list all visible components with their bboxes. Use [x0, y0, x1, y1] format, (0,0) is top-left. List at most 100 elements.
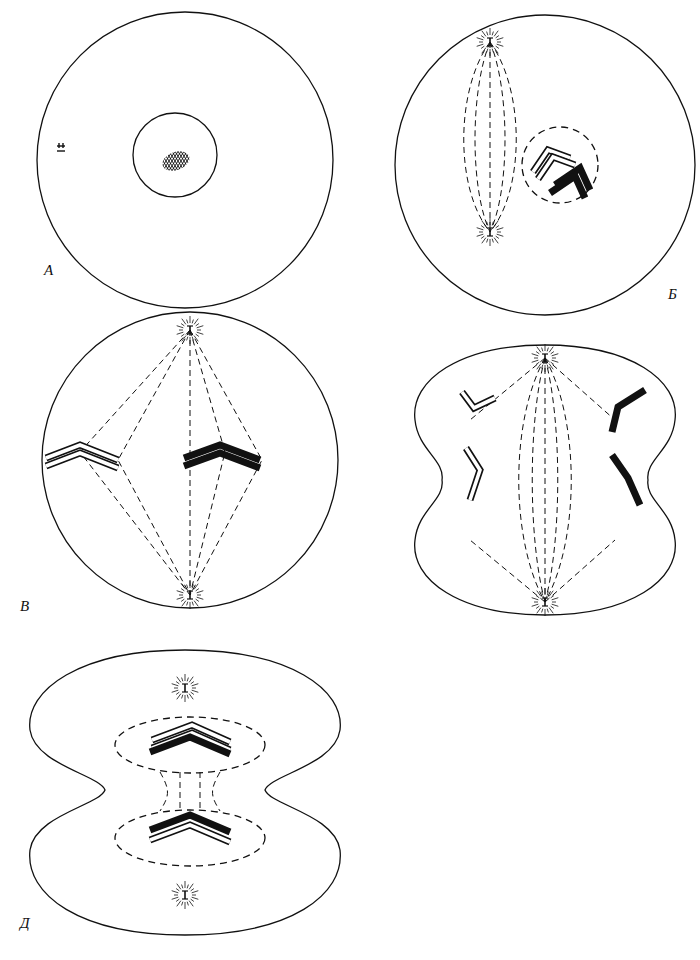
stroke: [171, 145, 191, 177]
figure-letter: В: [20, 598, 29, 615]
stroke: [481, 236, 484, 238]
stroke: [545, 365, 546, 372]
chromosome-white: [466, 448, 480, 500]
stroke: [536, 362, 539, 364]
stroke: [182, 678, 183, 682]
stroke: [542, 353, 548, 354]
nuclear-envelope: [115, 717, 265, 773]
stroke: [490, 239, 491, 246]
stroke: [189, 884, 193, 890]
stroke: [179, 330, 183, 331]
stroke: [187, 678, 188, 682]
stroke: [168, 145, 188, 177]
stroke: [542, 348, 543, 352]
stroke: [489, 228, 491, 236]
stroke: [477, 44, 484, 46]
stroke: [179, 595, 183, 596]
cell-outline: [415, 345, 676, 615]
stroke: [147, 145, 167, 177]
stroke: [197, 326, 204, 328]
stroke: [551, 606, 554, 608]
stroke: [144, 145, 164, 177]
stroke: [544, 598, 546, 606]
stroke: [487, 227, 493, 228]
stroke: [196, 599, 199, 601]
stroke: [177, 694, 181, 700]
stroke: [162, 145, 182, 177]
stroke: [492, 32, 493, 36]
stroke: [481, 46, 484, 48]
stroke: [132, 145, 152, 177]
stroke: [126, 145, 146, 177]
stroke: [181, 324, 184, 326]
stroke: [182, 319, 186, 325]
stroke: [194, 336, 198, 342]
stroke: [172, 684, 179, 686]
stroke: [482, 31, 486, 37]
chromosomes: [46, 150, 645, 842]
stroke: [194, 601, 198, 607]
stroke: [482, 238, 486, 244]
stroke: [545, 609, 546, 616]
stroke: [487, 49, 488, 53]
stroke: [497, 228, 504, 230]
stroke: [192, 688, 196, 689]
stroke: [536, 352, 539, 354]
cell-outline: [42, 312, 338, 608]
stroke: [171, 145, 191, 177]
stroke: [185, 902, 186, 909]
stroke: [487, 45, 493, 46]
stroke: [545, 588, 546, 595]
spindle-remnant: [160, 772, 220, 811]
stroke: [192, 337, 193, 341]
stroke: [542, 365, 543, 369]
stroke: [185, 695, 186, 702]
stroke: [494, 31, 498, 37]
stroke: [481, 36, 484, 38]
stroke: [187, 602, 188, 606]
stroke: [542, 609, 543, 613]
stroke: [196, 589, 199, 591]
stroke: [497, 44, 504, 46]
stroke: [492, 222, 493, 226]
stroke: [189, 591, 191, 599]
stroke: [542, 592, 543, 596]
stroke: [182, 890, 188, 891]
stroke: [547, 609, 548, 613]
stroke: [177, 597, 184, 599]
stroke: [176, 889, 179, 891]
centrosome: [172, 674, 199, 702]
stroke: [141, 145, 161, 177]
stroke: [132, 145, 152, 177]
stroke: [138, 145, 158, 177]
stroke: [487, 37, 493, 38]
stroke: [138, 145, 158, 177]
stroke: [176, 682, 179, 684]
stroke: [144, 145, 164, 177]
stroke: [123, 145, 143, 177]
stroke: [192, 891, 199, 893]
nuclear-envelope: [115, 810, 265, 866]
chromosome-white: [462, 392, 495, 408]
stroke: [189, 326, 191, 334]
stroke: [174, 688, 178, 689]
stroke: [532, 604, 539, 606]
centrosome: [477, 218, 504, 246]
stroke: [537, 347, 541, 353]
stroke: [494, 48, 498, 54]
stroke: [182, 695, 183, 699]
stroke: [176, 692, 179, 694]
stroke: [497, 234, 504, 236]
stroke: [549, 347, 553, 353]
stroke: [537, 608, 541, 614]
chromosome-white: [150, 825, 230, 842]
stroke: [177, 145, 197, 177]
stroke: [479, 42, 483, 43]
stroke: [120, 145, 140, 177]
stroke: [174, 145, 194, 177]
stroke: [120, 145, 140, 177]
stroke: [197, 330, 201, 331]
stroke: [537, 591, 541, 597]
stroke: [542, 361, 548, 362]
stroke: [494, 221, 498, 227]
